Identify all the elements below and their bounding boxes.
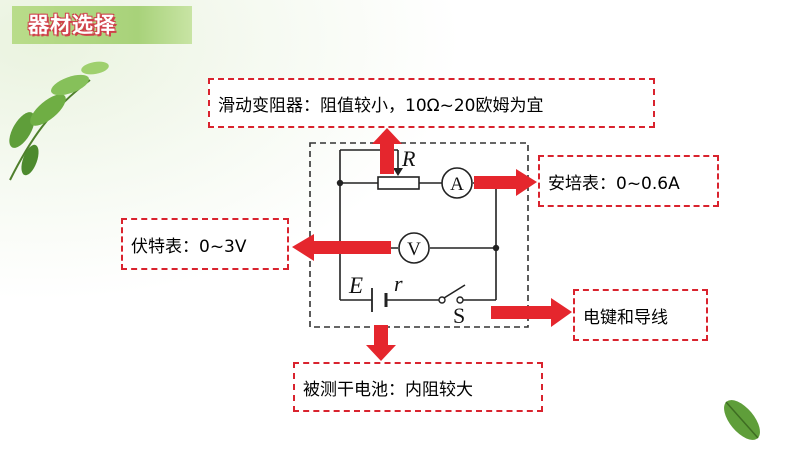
arrow-battery-shaft — [374, 325, 388, 347]
arrow-switch-shaft — [491, 306, 553, 319]
switch-label: S — [453, 303, 465, 328]
emf-label: E — [348, 273, 363, 298]
voltmeter-symbol — [398, 232, 430, 264]
rheostat-callout-text: 滑动变阻器：阻值较小，10Ω~20欧姆为宜 — [218, 95, 544, 116]
arrow-rheostat-head — [372, 128, 402, 144]
arrow-voltmeter-head — [292, 234, 314, 261]
arrow-voltmeter-shaft — [312, 241, 391, 254]
ammeter-symbol — [441, 167, 473, 199]
resistor-symbol — [377, 176, 420, 190]
arrow-rheostat-shaft — [380, 142, 394, 174]
ammeter-label: A — [450, 174, 464, 195]
callout-arrows — [292, 128, 572, 361]
arrow-ammeter-head — [516, 169, 537, 196]
switch-contact-left — [438, 296, 446, 304]
battery-callout: 被测干电池：内阻较大 — [293, 362, 543, 412]
rheostat-callout: 滑动变阻器：阻值较小，10Ω~20欧姆为宜 — [208, 78, 655, 128]
arrow-battery-head — [366, 345, 396, 361]
resistor-label: R — [401, 146, 416, 171]
voltmeter-callout: 伏特表：0~3V — [121, 218, 289, 270]
ammeter-callout-text: 安培表：0~0.6A — [548, 173, 680, 194]
arrow-ammeter-shaft — [474, 176, 518, 189]
circuit-wires — [339, 149, 497, 301]
voltmeter-label: V — [407, 239, 421, 260]
arrow-switch-head — [551, 298, 572, 327]
battery-callout-text: 被测干电池：内阻较大 — [303, 379, 473, 400]
leaf-icon — [724, 400, 760, 440]
ammeter-callout: 安培表：0~0.6A — [538, 155, 719, 207]
voltmeter-callout-text: 伏特表：0~3V — [131, 236, 247, 257]
rheostat-slider-arrow — [393, 168, 403, 176]
switch-callout-text: 电键和导线 — [583, 307, 668, 328]
switch-lever — [443, 284, 466, 299]
slide-title: 器材选择 — [28, 13, 116, 37]
internal-resistance-label: r — [394, 271, 403, 296]
title-banner — [12, 6, 192, 44]
circuit-dashed-frame — [309, 142, 529, 328]
leaf-branch-icon — [9, 61, 109, 181]
switch-callout: 电键和导线 — [573, 289, 708, 341]
switch-contact-right — [456, 296, 464, 304]
